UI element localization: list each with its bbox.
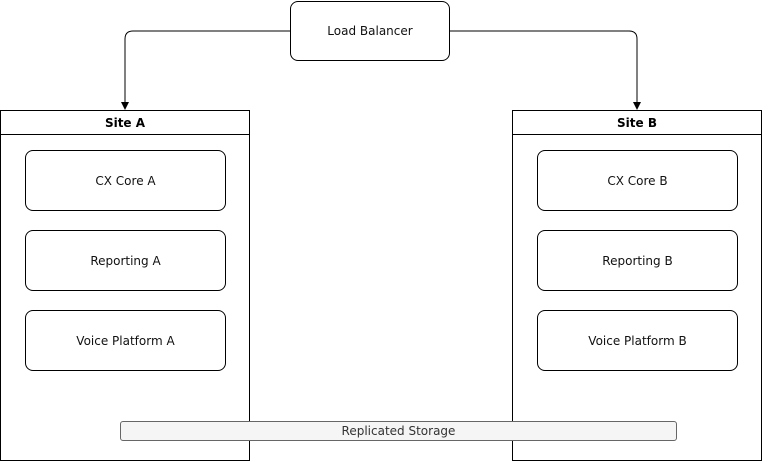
voice-platform-b-label: Voice Platform B xyxy=(588,333,687,348)
reporting-b-label: Reporting B xyxy=(602,253,673,268)
edge-lb-to-site-a xyxy=(121,30,290,110)
reporting-b-node[interactable]: Reporting B xyxy=(537,230,738,291)
cx-core-a-node[interactable]: CX Core A xyxy=(25,150,226,211)
cx-core-a-label: CX Core A xyxy=(95,173,156,188)
voice-platform-b-node[interactable]: Voice Platform B xyxy=(537,310,738,371)
site-b-title: Site B xyxy=(513,111,761,135)
load-balancer-node[interactable]: Load Balancer xyxy=(290,1,450,61)
reporting-a-label: Reporting A xyxy=(90,253,161,268)
voice-platform-a-node[interactable]: Voice Platform A xyxy=(25,310,226,371)
voice-platform-a-label: Voice Platform A xyxy=(76,333,175,348)
site-b-container[interactable]: Site B xyxy=(512,110,762,461)
reporting-a-node[interactable]: Reporting A xyxy=(25,230,226,291)
replicated-storage-label: Replicated Storage xyxy=(341,424,456,438)
site-a-title: Site A xyxy=(1,111,249,135)
edge-lb-to-site-b xyxy=(450,30,641,110)
cx-core-b-label: CX Core B xyxy=(607,173,668,188)
cx-core-b-node[interactable]: CX Core B xyxy=(537,150,738,211)
site-a-container[interactable]: Site A xyxy=(0,110,250,461)
load-balancer-label: Load Balancer xyxy=(327,24,413,38)
replicated-storage-node[interactable]: Replicated Storage xyxy=(120,421,677,441)
